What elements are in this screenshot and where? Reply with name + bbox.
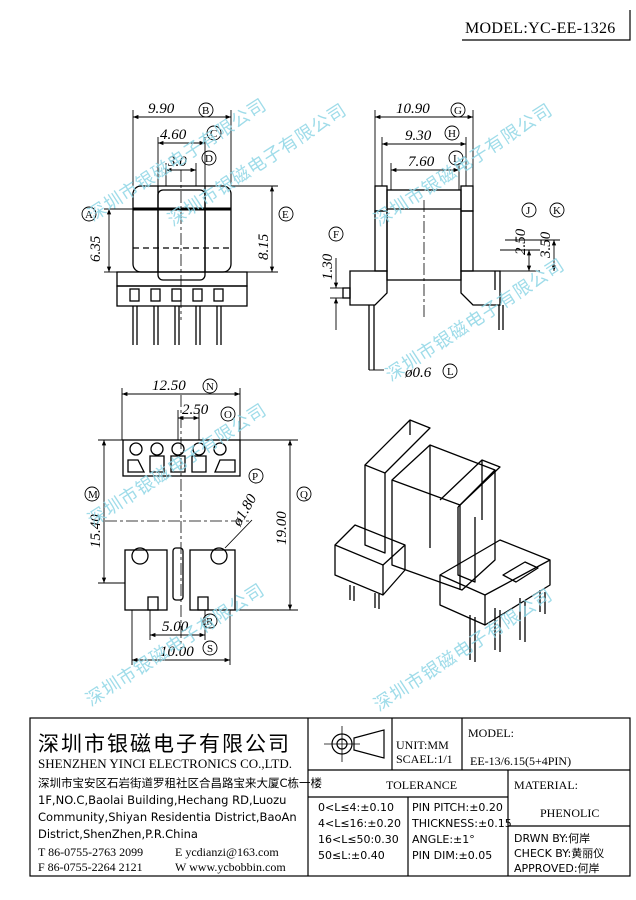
marker-n: N bbox=[202, 378, 218, 394]
svg-text:D: D bbox=[205, 153, 213, 165]
drawn-by: DRWN BY:何岸 bbox=[514, 832, 591, 845]
approved-by: APPROVED:何岸 bbox=[514, 862, 600, 875]
svg-text:A: A bbox=[85, 209, 93, 221]
svg-text:J: J bbox=[526, 205, 531, 217]
dim-label-r: 5.00 bbox=[162, 619, 189, 635]
company-fax: F 86-0755-2264 2121 bbox=[38, 860, 143, 874]
marker-a: A bbox=[81, 206, 97, 222]
tolerance-row: 16<L≤50:0.30 bbox=[318, 833, 399, 846]
dim-label-e: 8.15 bbox=[256, 233, 272, 260]
marker-m: M bbox=[84, 486, 100, 502]
dim-label-n: 12.50 bbox=[152, 378, 186, 394]
dim-label-d: 3.0 bbox=[167, 154, 187, 170]
dim-label-o: 2.50 bbox=[182, 402, 209, 418]
marker-p: P bbox=[248, 468, 264, 484]
dim-label-f: 1.30 bbox=[320, 253, 336, 280]
address-line: District,ShenZhen,P.R.China bbox=[38, 827, 198, 841]
spec-list: PIN PITCH:±0.20 THICKNESS:±0.15 ANGLE:±1… bbox=[412, 800, 512, 864]
company-address: 深圳市宝安区石岩街道罗租社区合昌路宝来大厦C栋一楼 1F,NO.C,Baolai… bbox=[38, 775, 322, 843]
marker-q: Q bbox=[296, 486, 312, 502]
tolerance-row: 50≤L:±0.40 bbox=[318, 849, 385, 862]
model-value: EE-13/6.15(5+4PIN) bbox=[470, 754, 572, 768]
marker-r: R bbox=[202, 613, 218, 629]
svg-text:F: F bbox=[333, 229, 339, 241]
tolerance-row: 0<L≤4:±0.10 bbox=[318, 801, 394, 814]
spec-row: PIN DIM:±0.05 bbox=[412, 849, 493, 862]
dim-label-s: 10.00 bbox=[160, 644, 194, 660]
model-number-header: MODEL:YC-EE-1326 bbox=[465, 20, 616, 37]
svg-text:O: O bbox=[224, 409, 232, 421]
marker-f: F bbox=[328, 226, 344, 242]
bottom-view bbox=[105, 395, 250, 650]
header-frame bbox=[462, 10, 631, 41]
svg-text:N: N bbox=[206, 381, 214, 393]
svg-text:H: H bbox=[448, 128, 456, 140]
marker-j: J bbox=[521, 202, 537, 218]
material-value: PHENOLIC bbox=[540, 806, 600, 820]
svg-text:S: S bbox=[207, 643, 213, 655]
tolerance-row: 4<L≤16:±0.20 bbox=[318, 817, 401, 830]
material-label: MATERIAL: bbox=[514, 778, 578, 792]
dim-label-b: 9.90 bbox=[148, 101, 175, 117]
marker-h: H bbox=[444, 125, 460, 141]
isometric-view bbox=[334, 419, 551, 662]
dim-label-q: 19.00 bbox=[274, 511, 290, 545]
scale-label: SCAEL:1/1 bbox=[396, 752, 453, 766]
marker-s: S bbox=[202, 640, 218, 656]
marker-b: B bbox=[198, 102, 214, 118]
svg-text:K: K bbox=[553, 205, 561, 217]
spec-row: ANGLE:±1° bbox=[412, 833, 475, 846]
marker-l: L bbox=[442, 363, 458, 379]
svg-text:C: C bbox=[210, 128, 217, 140]
svg-text:I: I bbox=[453, 153, 457, 165]
dimension-markers: B C D A E G H I F J K L N O M P Q R S bbox=[81, 102, 565, 656]
dim-label-l: ø0.6 bbox=[404, 365, 432, 381]
address-line: 深圳市宝安区石岩街道罗租社区合昌路宝来大厦C栋一楼 bbox=[38, 776, 323, 790]
unit-label: UNIT:MM bbox=[396, 738, 449, 752]
dim-label-c: 4.60 bbox=[160, 127, 187, 143]
address-line: Community,Shiyan Residentia District,Bao… bbox=[38, 810, 297, 824]
svg-text:Q: Q bbox=[300, 489, 308, 501]
svg-text:G: G bbox=[454, 105, 462, 117]
dim-label-a: 6.35 bbox=[88, 235, 104, 262]
svg-text:L: L bbox=[447, 366, 454, 378]
marker-i: I bbox=[448, 150, 464, 166]
spec-row: THICKNESS:±0.15 bbox=[412, 817, 512, 830]
svg-text:P: P bbox=[252, 471, 258, 483]
spec-row: PIN PITCH:±0.20 bbox=[412, 801, 503, 814]
dim-label-g: 10.90 bbox=[396, 101, 430, 117]
dim-label-m: 15.40 bbox=[88, 514, 104, 548]
company-website: W www.ycbobbin.com bbox=[175, 860, 286, 874]
svg-text:M: M bbox=[88, 489, 98, 501]
marker-c: C bbox=[206, 125, 222, 141]
front-view bbox=[116, 170, 248, 345]
company-tel: T 86-0755-2763 2099 bbox=[38, 845, 144, 859]
model-label: MODEL: bbox=[468, 726, 514, 740]
side-view bbox=[342, 185, 504, 370]
dim-label-p: ø1.80 bbox=[229, 491, 260, 530]
company-name-en: SHENZHEN YINCI ELECTRONICS CO.,LTD. bbox=[38, 756, 292, 771]
dim-label-j: 2.50 bbox=[513, 228, 529, 255]
front-view-dimensions bbox=[104, 110, 278, 273]
svg-text:R: R bbox=[206, 616, 214, 628]
dim-label-h: 9.30 bbox=[405, 128, 432, 144]
company-name-cn: 深圳市银磁电子有限公司 bbox=[38, 732, 291, 756]
title-block-frame bbox=[29, 717, 631, 877]
checked-by: CHECK BY:黄丽仪 bbox=[514, 847, 605, 860]
marker-k: K bbox=[549, 202, 565, 218]
tolerance-title: TOLERANCE bbox=[386, 778, 458, 792]
company-email: E ycdianzi@163.com bbox=[175, 845, 279, 859]
svg-text:E: E bbox=[282, 209, 289, 221]
address-line: 1F,NO.C,Baolai Building,Hechang RD,Luozu bbox=[38, 793, 287, 807]
marker-e: E bbox=[278, 206, 294, 222]
bottom-view-dimensions bbox=[98, 388, 298, 665]
svg-text:B: B bbox=[202, 105, 209, 117]
dim-label-k: 3.50 bbox=[538, 231, 554, 259]
tolerance-list: 0<L≤4:±0.10 4<L≤16:±0.20 16<L≤50:0.30 50… bbox=[318, 800, 401, 864]
marker-g: G bbox=[450, 102, 466, 118]
marker-d: D bbox=[201, 150, 217, 166]
dim-label-i: 7.60 bbox=[408, 154, 435, 170]
marker-o: O bbox=[220, 406, 236, 422]
